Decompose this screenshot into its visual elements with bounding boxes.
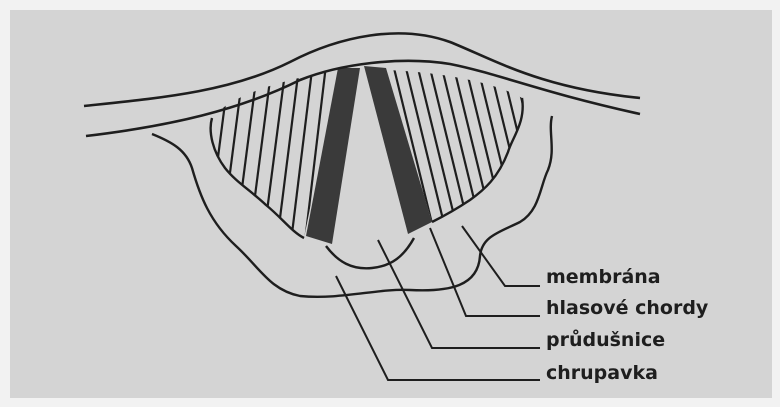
label-prudusnice: průdušnice bbox=[546, 331, 665, 350]
label-chrupavka: chrupavka bbox=[546, 364, 658, 383]
label-membrana: membrána bbox=[546, 268, 661, 287]
label-hlasove-chordy: hlasové chordy bbox=[546, 299, 708, 318]
